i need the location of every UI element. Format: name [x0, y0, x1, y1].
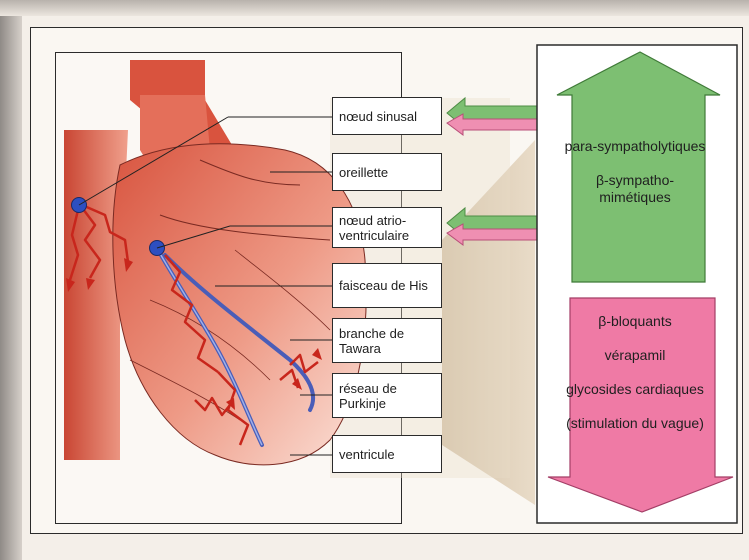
drug-beta-sympathomimetics: β-sympatho-mimétiques — [562, 172, 708, 206]
drug-verapamil: vérapamil — [562, 347, 708, 364]
heart-shape — [113, 144, 366, 465]
drug-vagal-stimulation: (stimulation du vague) — [562, 415, 708, 432]
label-tawara-branch: branche de Tawara — [332, 318, 442, 363]
label-his-bundle: faisceau de His — [332, 263, 442, 308]
drug-parasympatholytics: para-sympatholytiques — [562, 138, 708, 155]
label-sinus-node: nœud sinusal — [332, 97, 442, 135]
label-av-node: nœud atrio-ventriculaire — [332, 207, 442, 248]
label-ventricle: ventricule — [332, 435, 442, 473]
drug-beta-blockers: β-bloquants — [562, 313, 708, 330]
stimulant-list: para-sympatholytiques β-sympatho-mimétiq… — [562, 138, 708, 206]
inhibitor-list: β-bloquants vérapamil glycosides cardiaq… — [562, 313, 708, 432]
drug-cardiac-glycosides: glycosides cardiaques — [562, 381, 708, 398]
label-atrium: oreillette — [332, 153, 442, 191]
label-purkinje: réseau de Purkinje — [332, 373, 442, 418]
